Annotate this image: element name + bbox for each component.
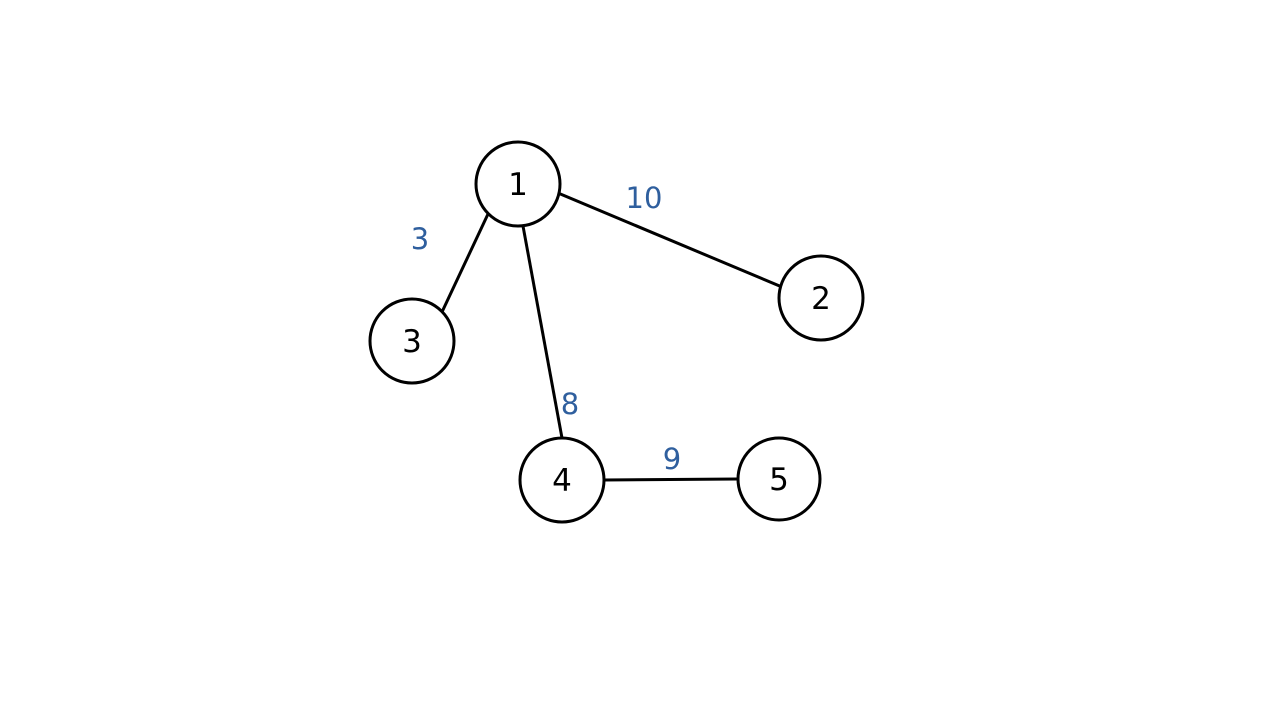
node-1-circle[interactable]	[474, 140, 562, 228]
edge-4-5-line[interactable]	[603, 477, 739, 482]
edge-1-3-line[interactable]	[440, 213, 490, 313]
node-1-label: 1	[508, 167, 528, 203]
edge-1-4-line[interactable]	[521, 225, 564, 439]
node-5[interactable]: 5	[736, 436, 822, 522]
node-1[interactable]: 1	[474, 140, 562, 228]
node-2[interactable]: 2	[777, 254, 865, 342]
node-2-circle[interactable]	[777, 254, 865, 342]
node-2-label: 2	[811, 281, 831, 317]
node-4-label: 4	[552, 463, 572, 499]
node-3-label: 3	[402, 324, 422, 360]
edge-weight-label-1-3: 3	[411, 222, 429, 256]
edge-weight-label-1-2: 10	[626, 181, 663, 215]
node-5-label: 5	[769, 462, 789, 498]
edge-weight-label-1-4: 8	[561, 387, 579, 421]
edge-weight-label-4-5: 9	[663, 442, 681, 476]
nodes-layer: 1 2 3 4 5	[368, 140, 865, 524]
node-4-circle[interactable]	[518, 436, 606, 524]
node-3-circle[interactable]	[368, 297, 456, 385]
edges-layer	[440, 191, 783, 482]
node-5-circle[interactable]	[736, 436, 822, 522]
edge-labels-layer: 10 3 8 9	[411, 181, 681, 476]
edge-1-2-line[interactable]	[557, 191, 783, 289]
node-4[interactable]: 4	[518, 436, 606, 524]
node-3[interactable]: 3	[368, 297, 456, 385]
